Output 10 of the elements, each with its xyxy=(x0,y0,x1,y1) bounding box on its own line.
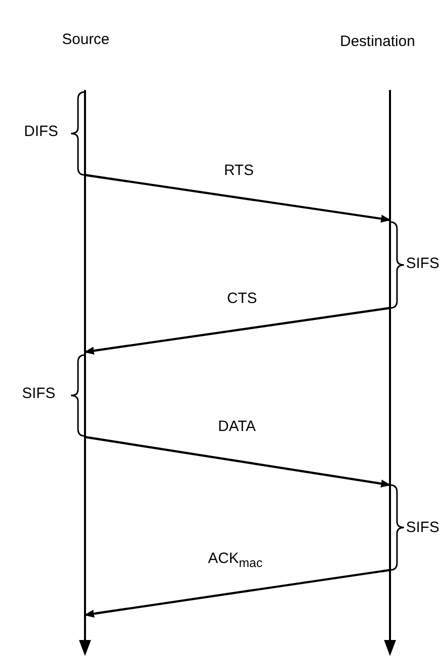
lifeline-header: Destination xyxy=(340,33,416,51)
interval-label: SIFS xyxy=(406,519,440,537)
message-arrow xyxy=(84,436,391,488)
message-arrow xyxy=(84,174,391,223)
message-arrow xyxy=(84,306,390,355)
interval-label: DIFS xyxy=(24,123,58,141)
interval-label: SIFS xyxy=(406,255,440,273)
lifeline-header: Source xyxy=(62,31,110,49)
message-arrow xyxy=(84,568,390,618)
interval-label: SIFS xyxy=(22,385,56,403)
